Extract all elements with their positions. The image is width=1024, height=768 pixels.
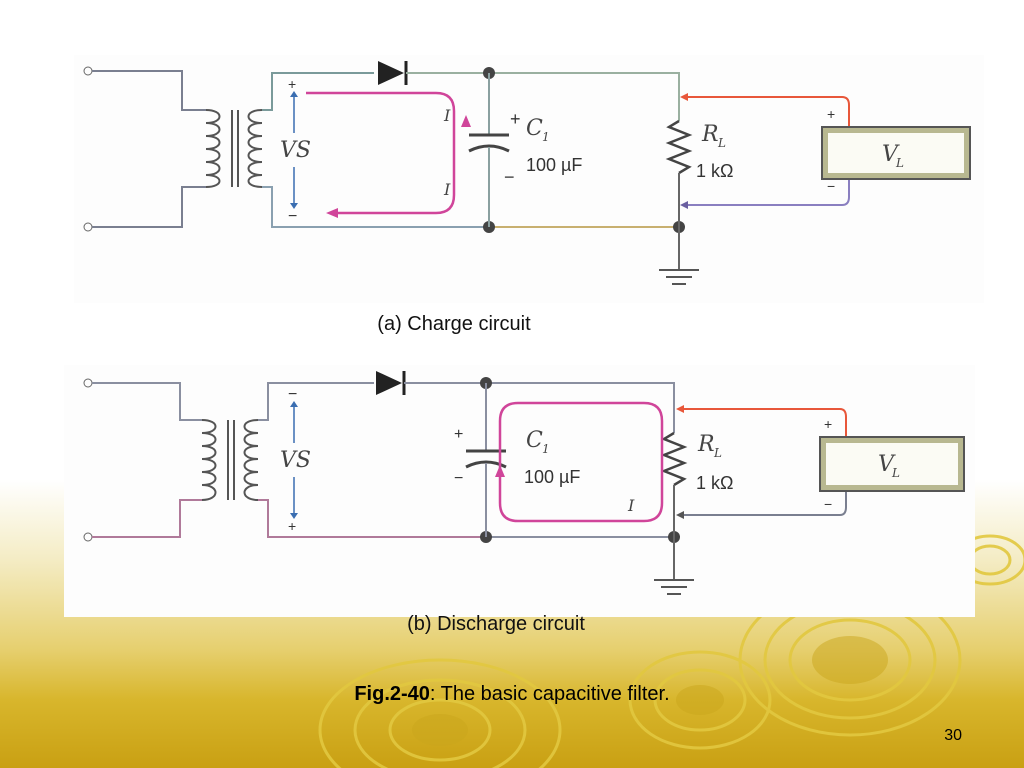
- resistor-rl: [660, 431, 688, 537]
- source-label: VS: [280, 138, 311, 163]
- meter-negative-lead: [682, 179, 850, 206]
- meter-subscript: L: [895, 156, 904, 170]
- diode: [378, 61, 408, 85]
- source-minus-sign: −: [288, 208, 297, 225]
- res-label: R: [697, 432, 715, 457]
- meter-minus-sign: −: [824, 496, 832, 512]
- page-number: 30: [944, 727, 962, 744]
- input-terminal-top: [83, 66, 93, 76]
- cap-plus-sign: +: [510, 109, 521, 129]
- caption-discharge-circuit: (b) Discharge circuit: [407, 613, 585, 635]
- ground-symbol: [654, 537, 694, 595]
- cap-subscript: 1: [542, 442, 550, 456]
- transformer: [201, 419, 259, 501]
- res-subscript: L: [713, 446, 722, 460]
- meter-minus-sign: −: [827, 178, 835, 194]
- source-label: VS: [280, 448, 311, 473]
- source-plus-sign: +: [288, 518, 296, 534]
- res-label: R: [701, 122, 719, 147]
- transformer: [205, 109, 263, 188]
- meter-plus-sign: +: [827, 106, 835, 122]
- charge-current-path: [306, 91, 456, 215]
- cap-label: C: [526, 428, 543, 453]
- figure-number: Fig.2-40: [354, 683, 430, 705]
- discharge-circuit-diagram: + − C 1 100 µF R L 1 kΩ + − V L −: [64, 365, 975, 617]
- resistor-rl: [665, 73, 693, 227]
- meter-label: V: [882, 142, 900, 167]
- discharge-current-path: [498, 401, 664, 523]
- meter-subscript: L: [891, 466, 900, 480]
- cap-minus-sign: −: [454, 470, 463, 487]
- res-subscript: L: [717, 136, 726, 150]
- current-label: I: [627, 496, 635, 515]
- input-terminal-bottom: [83, 532, 93, 542]
- voltmeter-vl: [821, 126, 971, 180]
- ground-symbol: [659, 227, 699, 285]
- meter-label: V: [878, 452, 896, 477]
- cap-subscript: 1: [542, 130, 550, 144]
- source-plus-sign: +: [288, 76, 296, 92]
- res-value: 1 kΩ: [696, 473, 733, 493]
- meter-plus-sign: +: [824, 416, 832, 432]
- cap-value: 100 µF: [524, 467, 580, 487]
- charge-circuit-diagram: + − C 1 100 µF R L 1 kΩ + −: [74, 55, 984, 303]
- cap-minus-sign: −: [504, 167, 515, 187]
- caption-charge-circuit: (a) Charge circuit: [377, 313, 531, 335]
- cap-label: C: [526, 116, 543, 141]
- meter-negative-lead: [678, 491, 847, 516]
- input-terminal-top: [83, 378, 93, 388]
- figure-caption: Fig.2-40: The basic capacitive filter.: [0, 683, 1024, 706]
- diode: [376, 371, 406, 395]
- cap-value: 100 µF: [526, 155, 582, 175]
- res-value: 1 kΩ: [696, 161, 733, 181]
- current-label-bottom: I: [443, 180, 451, 199]
- figure-description: : The basic capacitive filter.: [429, 683, 670, 705]
- voltmeter-vl: [819, 436, 965, 492]
- input-terminal-bottom: [83, 222, 93, 232]
- cap-plus-sign: +: [454, 426, 463, 443]
- meter-positive-lead: [678, 408, 847, 437]
- source-minus-sign: −: [288, 386, 297, 403]
- current-label-top: I: [443, 106, 451, 125]
- capacitor-c1: [468, 73, 510, 227]
- meter-positive-lead: [682, 96, 850, 127]
